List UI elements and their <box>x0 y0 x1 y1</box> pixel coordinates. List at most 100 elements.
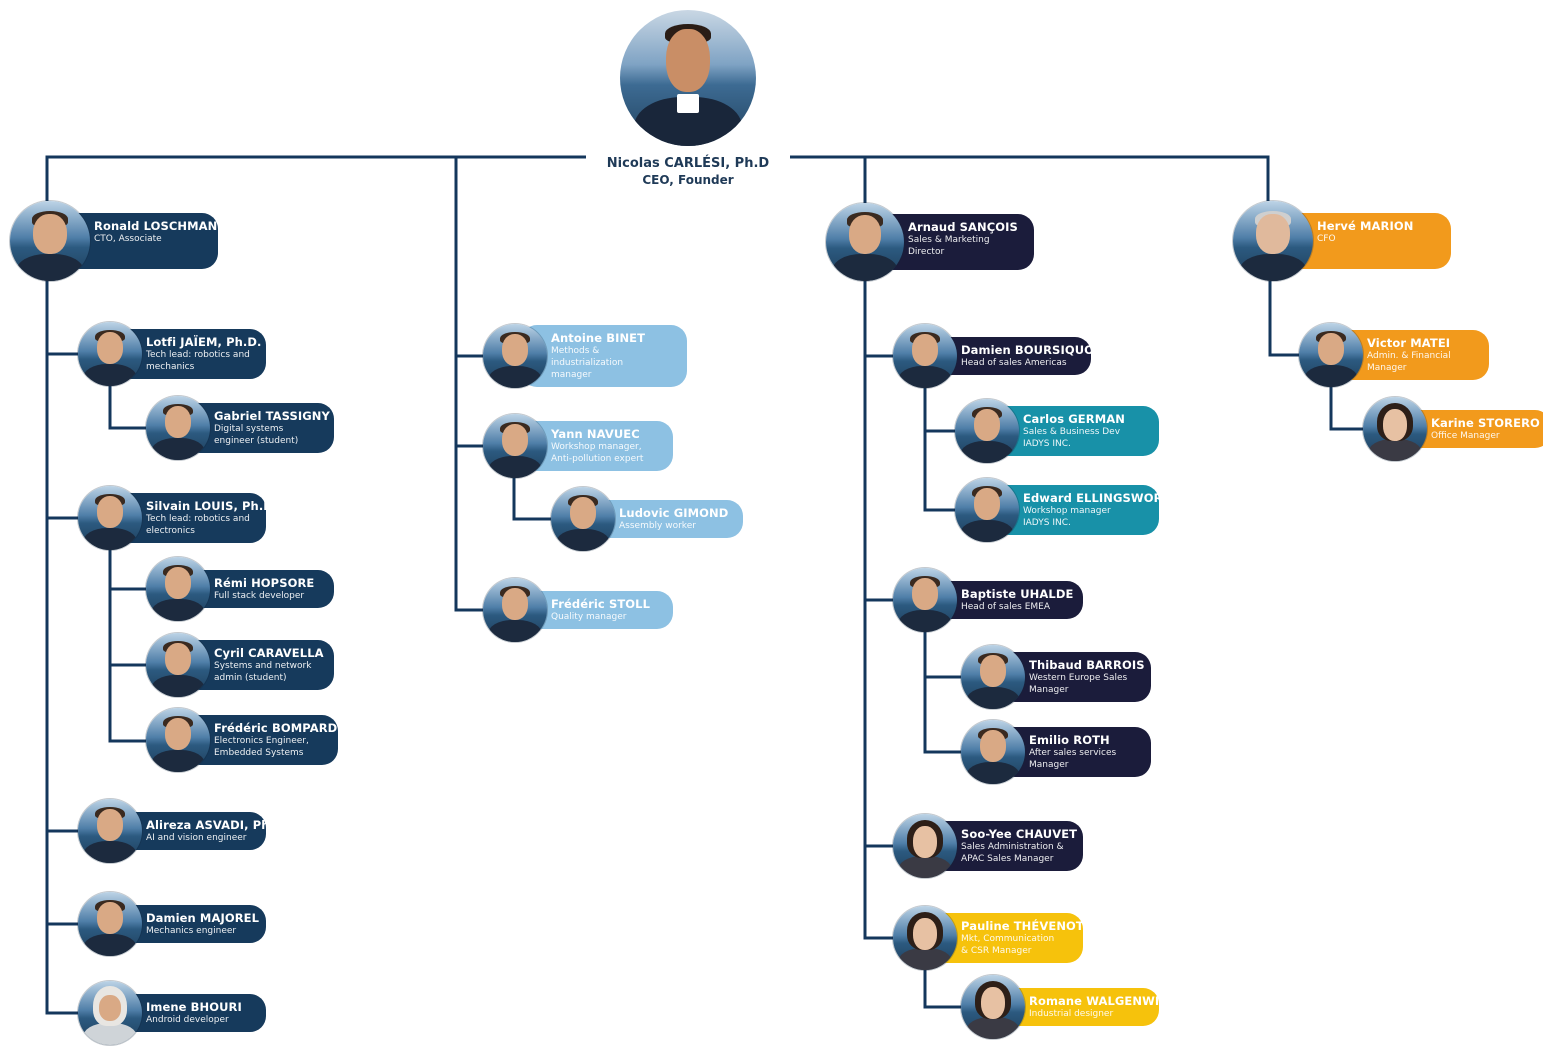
person-photo <box>483 324 547 388</box>
person-name: Emilio ROTH <box>1029 733 1110 747</box>
connector-line <box>108 386 146 430</box>
ceo-name: Nicolas CARLÉSI, Ph.D <box>606 156 770 171</box>
connector-line <box>45 155 612 201</box>
person-role: Head of sales EMEA <box>961 602 1051 612</box>
person-photo <box>961 645 1025 709</box>
person-role: CTO, Associate <box>94 234 162 244</box>
org-node-louis: Silvain LOUIS, Ph.D.Tech lead: robotics … <box>78 486 277 550</box>
person-role: Quality manager <box>551 612 627 622</box>
connector-line <box>923 632 961 754</box>
person-name: Cyril CARAVELLA <box>214 646 324 660</box>
person-photo <box>146 557 210 621</box>
ceo-card: Nicolas CARLÉSI, Ph.D CEO, Founder <box>586 155 790 188</box>
person-role: Head of sales Americas <box>961 358 1067 368</box>
person-role: Assembly worker <box>619 521 696 531</box>
connector-line <box>108 550 146 743</box>
person-name: Ronald LOSCHMANN, Ph.D. <box>94 219 272 233</box>
person-card: Alireza ASVADI, Ph.D.AI and vision engin… <box>116 812 288 850</box>
person-role: Tech lead: robotics and electronics <box>146 514 250 536</box>
person-photo <box>483 578 547 642</box>
person-photo <box>146 708 210 772</box>
person-role: Sales Administration & APAC Sales Manage… <box>961 842 1064 864</box>
person-name: Edward ELLINGSWORTH <box>1023 491 1180 505</box>
person-role: Western Europe Sales Manager <box>1029 673 1128 695</box>
person-role: Workshop manager IADYS INC. <box>1023 506 1111 528</box>
person-photo <box>78 799 142 863</box>
person-photo <box>955 399 1019 463</box>
person-name: Frédéric BOMPARD <box>214 721 338 735</box>
person-name: Pauline THÉVENOT <box>961 919 1084 933</box>
person-photo <box>146 396 210 460</box>
person-role: Full stack developer <box>214 591 305 601</box>
person-name: Damien MAJOREL <box>146 911 260 925</box>
person-photo <box>1233 201 1313 281</box>
person-role: Mkt, Communication & CSR Manager <box>961 934 1055 956</box>
org-node-asvadi: Alireza ASVADI, Ph.D.AI and vision engin… <box>78 799 288 863</box>
person-role: Industrial designer <box>1029 1009 1114 1019</box>
person-photo <box>1299 323 1363 387</box>
connector-line <box>454 157 483 612</box>
person-name: Ludovic GIMOND <box>619 506 729 520</box>
person-role: Android developer <box>146 1015 229 1025</box>
person-name: Hervé MARION <box>1317 219 1414 233</box>
person-photo <box>78 322 142 386</box>
connector-line <box>923 388 955 512</box>
person-photo <box>893 324 957 388</box>
person-photo <box>146 633 210 697</box>
person-name: Arnaud SANÇOIS <box>908 220 1018 234</box>
person-photo <box>78 486 142 550</box>
person-photo <box>893 906 957 970</box>
person-name: Soo-Yee CHAUVET <box>961 827 1078 841</box>
connector-line <box>45 281 78 1015</box>
person-name: Carlos GERMAN <box>1023 412 1125 426</box>
person-photo <box>893 568 957 632</box>
person-name: Romane WALGENWITZ <box>1029 994 1176 1008</box>
person-name: Lotfi JAÏEM, Ph.D. <box>146 335 262 349</box>
person-role: Electronics Engineer, Embedded Systems <box>214 736 309 758</box>
connector-line <box>923 970 961 1009</box>
person-name: Baptiste UHALDE <box>961 587 1074 601</box>
person-role: Mechanics engineer <box>146 926 237 936</box>
person-role: Methods & industrialization manager <box>551 346 624 380</box>
person-role: CFO <box>1317 234 1336 244</box>
connector-line <box>1268 281 1299 357</box>
connector-line <box>1329 387 1363 431</box>
ceo-role: CEO, Founder <box>642 173 734 187</box>
person-photo <box>893 814 957 878</box>
person-role: Sales & Marketing Director <box>908 235 990 257</box>
person-name: Gabriel TASSIGNY <box>214 409 330 423</box>
ceo-photo <box>620 10 756 146</box>
